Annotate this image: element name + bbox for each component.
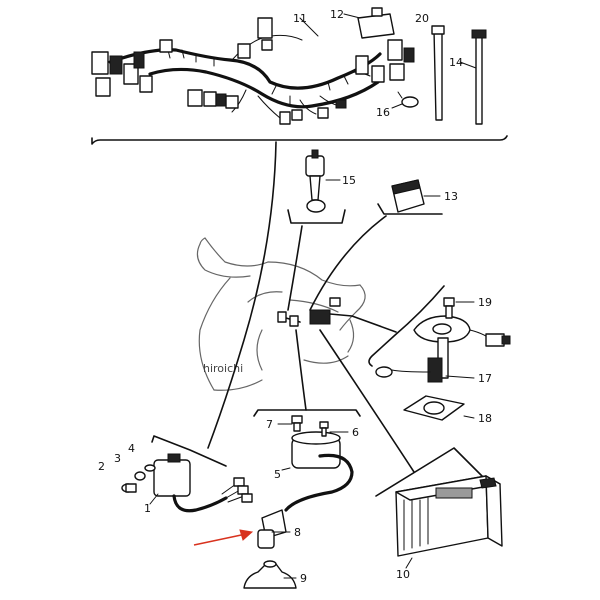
relay-part-12 (357, 13, 395, 39)
callout-18: 18 (478, 412, 492, 425)
callout-labels: 11 12 20 14 16 15 13 19 17 18 7 6 5 8 9 … (98, 8, 492, 585)
wire-harness (91, 7, 415, 125)
callout-12: 12 (330, 8, 344, 21)
callout-3: 3 (114, 452, 121, 465)
callout-15: 15 (342, 174, 356, 187)
connector-block (91, 51, 109, 75)
callout-4: 4 (128, 442, 135, 455)
callout-16: 16 (376, 106, 390, 119)
callout-2: 2 (98, 460, 105, 473)
callout-1: 1 (144, 502, 151, 515)
cable-ties (431, 25, 487, 125)
fuel-sender-assembly (375, 297, 511, 421)
switch-part-15 (305, 149, 326, 213)
callout-9: 9 (300, 572, 307, 585)
clamp-part-16 (397, 91, 419, 108)
callout-19: 19 (478, 296, 492, 309)
callout-5: 5 (274, 468, 281, 481)
callout-7: 7 (266, 418, 273, 431)
callout-14: 14 (449, 56, 463, 69)
spark-plug-part-9 (243, 560, 297, 589)
ignition-coil-part-5 (284, 415, 354, 512)
callout-20: 20 (415, 12, 429, 25)
relay-part-13 (391, 179, 425, 213)
center-junction (277, 297, 341, 327)
spark-plug-cap-part-8 (257, 509, 287, 549)
callout-10: 10 (396, 568, 410, 581)
scooter-outline (196, 237, 366, 391)
callout-6: 6 (352, 426, 359, 439)
highlight-arrow (193, 529, 254, 546)
callout-17: 17 (478, 372, 492, 385)
callout-11: 11 (293, 12, 307, 25)
watermark-text: hiroichi (203, 362, 243, 375)
callout-8: 8 (294, 526, 301, 539)
callout-13: 13 (444, 190, 458, 203)
battery-part-10 (395, 475, 503, 557)
cdi-unit-part-1 (121, 453, 253, 513)
leader-lines (91, 135, 508, 497)
